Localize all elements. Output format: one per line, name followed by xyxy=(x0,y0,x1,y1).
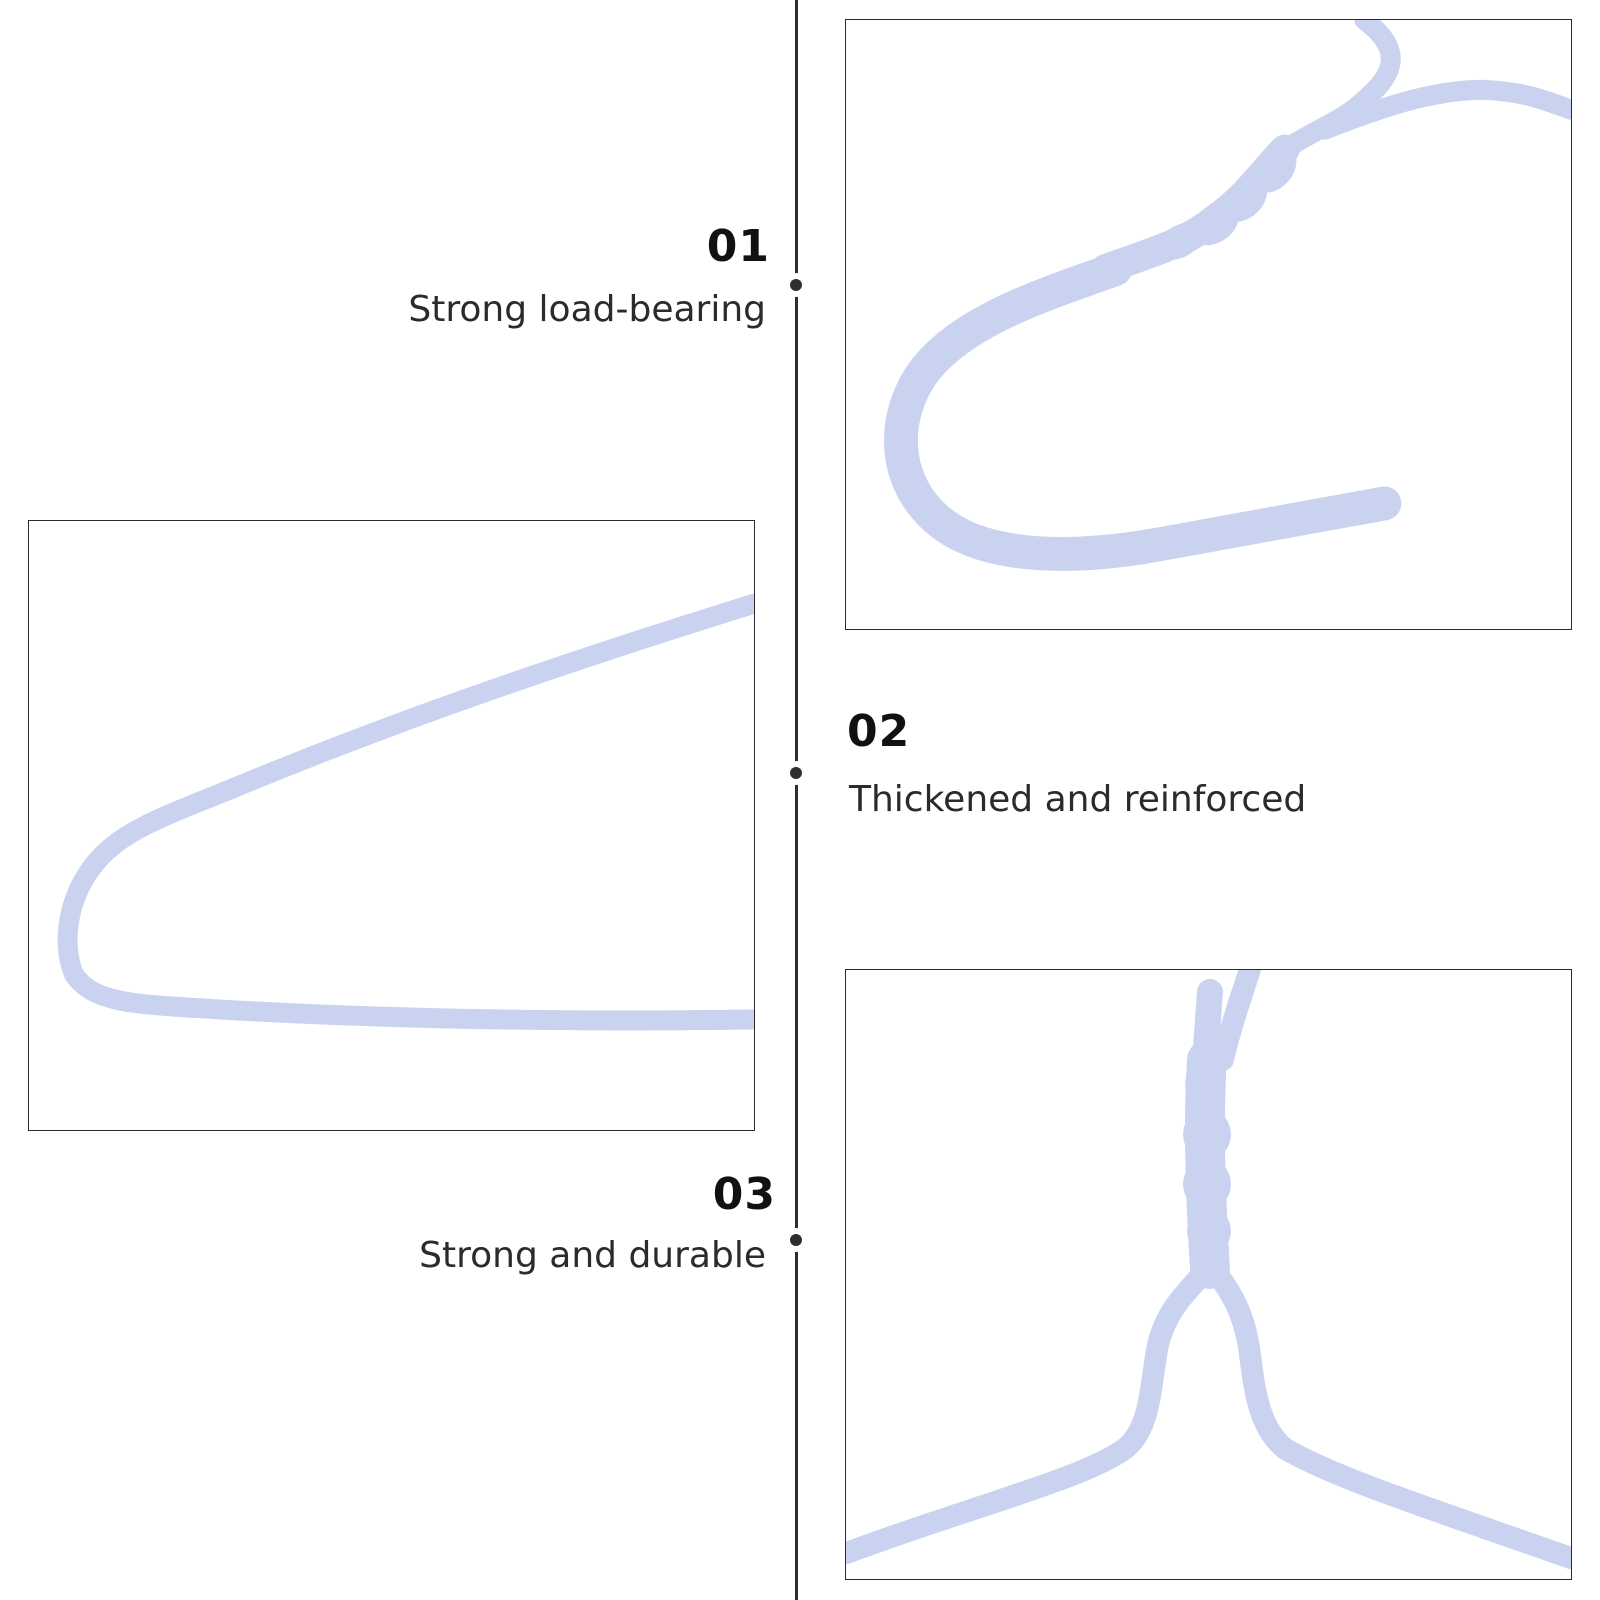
timeline-line xyxy=(795,0,798,1600)
timeline-dot-2 xyxy=(784,761,808,785)
hanger-corner-image xyxy=(28,520,755,1131)
feature-number-03: 03 xyxy=(712,1169,776,1220)
feature-label-01: Strong load-bearing xyxy=(408,289,766,330)
hanger-twist-image xyxy=(845,969,1572,1580)
timeline-dot-3 xyxy=(784,1228,808,1252)
hanger-corner-closeup-icon xyxy=(57,593,754,1031)
feature-number-01: 01 xyxy=(706,221,770,272)
hanger-hook-image xyxy=(845,19,1572,630)
feature-number-02: 02 xyxy=(847,706,911,757)
hanger-hook-closeup-icon xyxy=(884,20,1571,571)
timeline-dot-1 xyxy=(784,273,808,297)
feature-label-02: Thickened and reinforced xyxy=(849,779,1307,820)
feature-label-03: Strong and durable xyxy=(419,1235,766,1276)
hanger-twist-closeup-icon xyxy=(846,970,1571,1570)
